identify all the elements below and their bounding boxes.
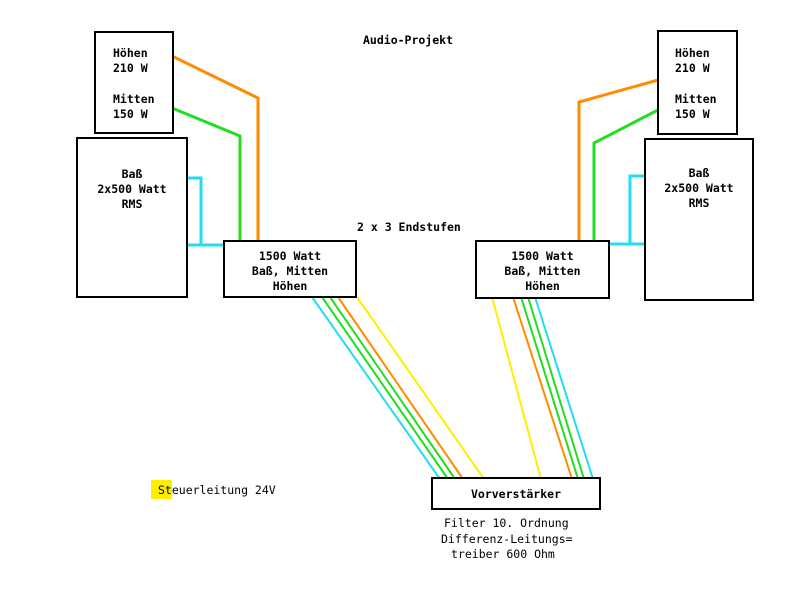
wire-left-mitten	[171, 106, 242, 241]
wire-preamp-left-green1	[321, 296, 449, 480]
diagram-title: Audio-Projekt	[363, 33, 454, 47]
legend-yellow-swatch	[151, 480, 172, 499]
right-hoehen-label: Höhen	[675, 46, 710, 60]
left-amp-line3: Höhen	[272, 279, 308, 293]
right-bass-watt: 2x500 Watt	[664, 181, 734, 195]
left-hoehen-mitten-speaker: Höhen 210 W Mitten 150 W	[94, 31, 174, 134]
wire-preamp-left-green2	[329, 296, 456, 480]
left-amplifier: 1500 Watt Baß, Mitten Höhen	[223, 240, 357, 298]
wire-right-mitten	[592, 108, 659, 241]
preamp-box: Vorverstärker	[431, 477, 601, 510]
right-amp-line1: 1500 Watt	[511, 249, 574, 263]
left-mitten-watt: 150 W	[113, 107, 148, 121]
wire-preamp-right-yellow	[491, 296, 542, 480]
left-bass-speaker: Baß 2x500 Watt RMS	[76, 137, 188, 298]
wire-left-hoehen	[171, 54, 260, 241]
right-bass-rms: RMS	[688, 196, 710, 210]
left-hoehen-watt: 210 W	[113, 61, 148, 75]
wire-preamp-right-orange	[512, 296, 573, 480]
preamp-note-line1: Filter 10. Ordnung	[444, 516, 569, 530]
left-mitten-label: Mitten	[113, 92, 155, 106]
preamp-note-line3: treiber 600 Ohm	[451, 547, 555, 561]
right-amp-line2: Baß, Mitten	[504, 264, 581, 278]
right-bass-speaker: Baß 2x500 Watt RMS	[644, 138, 754, 301]
wire-right-hoehen	[577, 78, 659, 241]
right-amp-line3: Höhen	[525, 279, 560, 293]
right-hoehen-mitten-speaker: Höhen 210 W Mitten 150 W	[657, 30, 738, 135]
wire-preamp-left-cyan	[311, 296, 441, 480]
right-hoehen-watt: 210 W	[675, 61, 710, 75]
left-bass-label: Baß	[121, 167, 143, 181]
preamp-label: Vorverstärker	[470, 487, 561, 501]
wire-preamp-left-yellow	[356, 296, 485, 480]
wire-right-bass	[610, 174, 645, 246]
left-bass-watt: 2x500 Watt	[97, 182, 167, 196]
preamp-note-line2: Differenz-Leitungs=	[441, 532, 573, 546]
wire-preamp-left-orange	[337, 296, 464, 480]
legend-steuerleitung-label: Steuerleitung 24V	[158, 483, 276, 497]
wire-preamp-right-cyan	[534, 296, 594, 480]
left-bass-rms: RMS	[121, 197, 143, 211]
left-amp-line2: Baß, Mitten	[251, 264, 329, 278]
right-mitten-watt: 150 W	[675, 107, 710, 121]
wire-preamp-right-green2	[527, 296, 585, 480]
left-hoehen-label: Höhen	[113, 46, 148, 60]
right-mitten-label: Mitten	[675, 92, 717, 106]
left-amp-line1: 1500 Watt	[258, 249, 322, 263]
endstufen-label: 2 x 3 Endstufen	[357, 220, 461, 234]
wire-left-bass	[187, 176, 223, 247]
wire-preamp-right-green1	[520, 296, 579, 480]
right-amplifier: 1500 Watt Baß, Mitten Höhen	[475, 240, 610, 299]
right-bass-label: Baß	[688, 166, 710, 180]
